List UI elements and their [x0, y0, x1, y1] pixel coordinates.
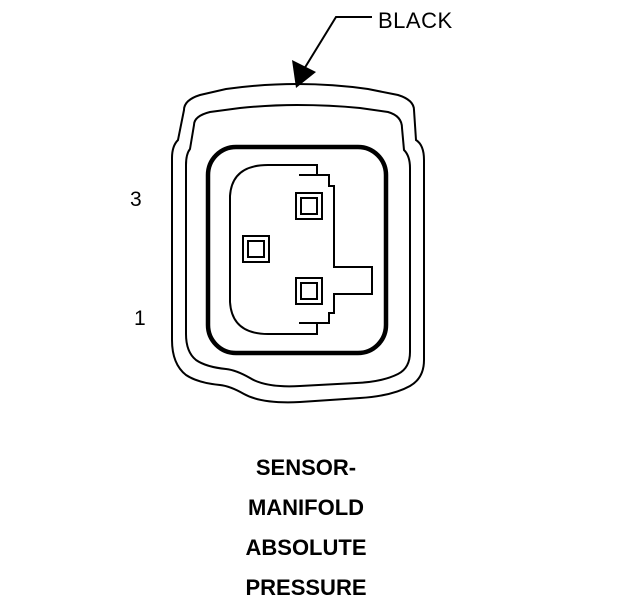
connector-caption: SENSOR- MANIFOLD ABSOLUTE PRESSURE — [196, 448, 416, 608]
color-label: BLACK — [378, 8, 453, 33]
caption-line: ABSOLUTE — [245, 535, 367, 560]
mating-face — [205, 144, 389, 356]
terminal-pin-middle — [242, 235, 270, 263]
pin-number-label: 3 — [130, 188, 142, 211]
color-leader — [300, 16, 372, 75]
pin-number-label: 1 — [134, 307, 146, 330]
caption-line: SENSOR- — [255, 455, 357, 480]
caption-line: MANIFOLD — [247, 495, 365, 520]
terminal-pin-top — [295, 192, 323, 220]
leader-arrowhead — [292, 60, 316, 88]
latch-ridge — [299, 164, 373, 335]
pin-cavity — [229, 164, 299, 335]
terminal-pin-bottom — [295, 277, 323, 305]
connector-housing-outer — [171, 82, 425, 404]
connector-housing-inner — [185, 103, 411, 388]
caption-line: PRESSURE — [245, 575, 367, 600]
